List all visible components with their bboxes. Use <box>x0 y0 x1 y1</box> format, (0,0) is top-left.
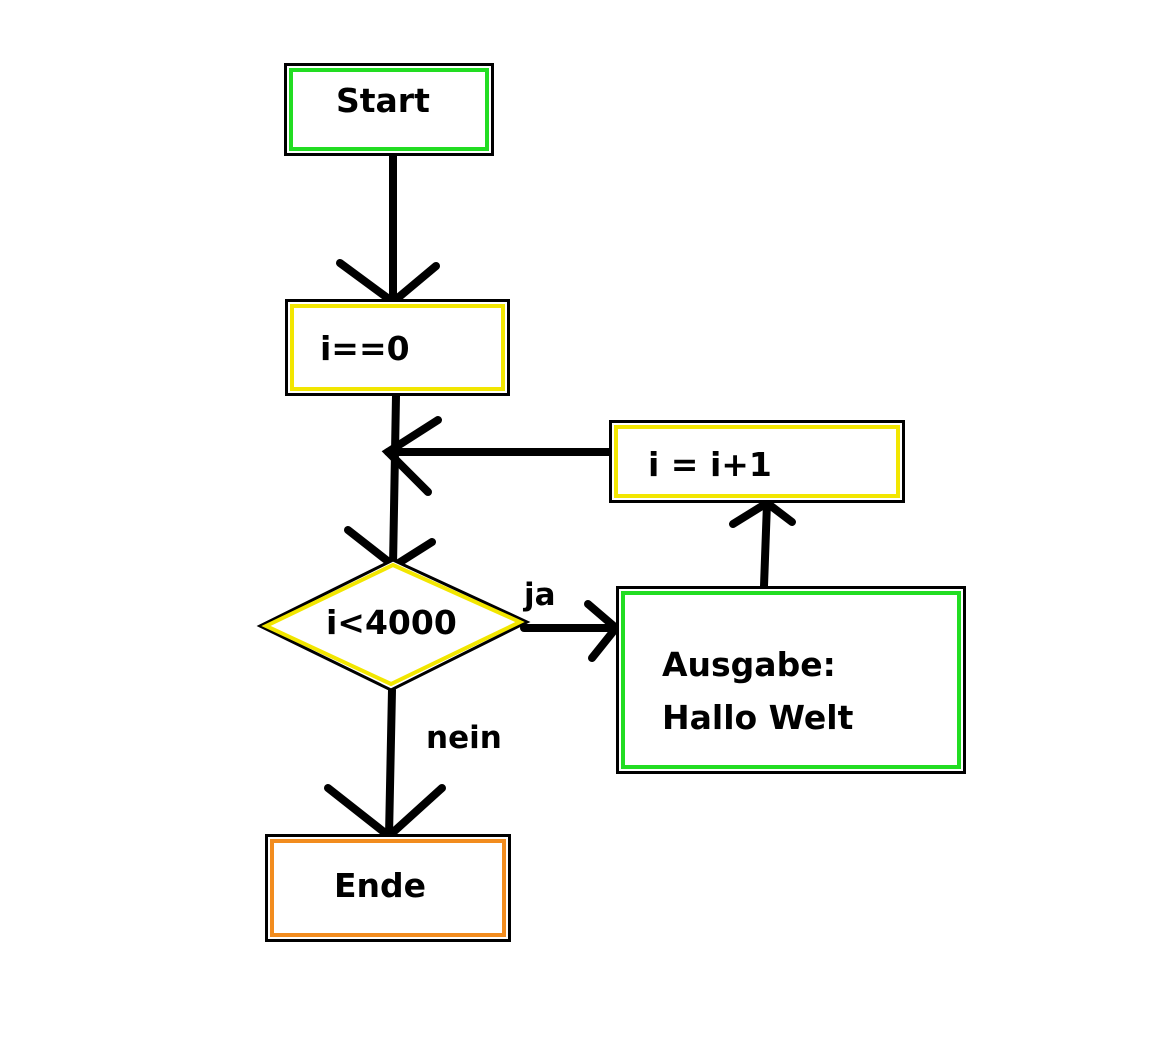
increment-node <box>609 420 905 503</box>
increment-label: i = i+1 <box>648 445 772 484</box>
init-node-border <box>290 304 505 391</box>
init-label: i==0 <box>320 329 410 368</box>
edge-output-to-increment <box>760 499 771 590</box>
end-node <box>265 834 511 942</box>
condition-label: i<4000 <box>326 603 457 642</box>
condition-diamond-outer <box>256 558 531 692</box>
output-label-line1: Ausgabe: <box>662 645 836 684</box>
arrowhead-init <box>336 259 440 308</box>
condition-diamond-border <box>261 562 525 687</box>
start-node <box>284 63 494 156</box>
arrowhead-end <box>324 784 446 842</box>
start-node-border <box>289 68 489 151</box>
arrowhead-loop <box>381 416 442 496</box>
edge-label-no: nein <box>426 720 502 756</box>
edge-init-to-condition <box>389 392 400 570</box>
output-label-line2: Hallo Welt <box>662 698 854 737</box>
init-node <box>285 299 510 396</box>
output-node-border <box>621 591 961 769</box>
increment-node-border <box>614 425 900 498</box>
end-node-border <box>270 839 506 937</box>
start-label: Start <box>336 81 430 120</box>
end-label: Ende <box>334 866 427 905</box>
edge-condition-to-end <box>385 686 396 840</box>
arrowhead-increment <box>729 498 796 528</box>
output-node <box>616 586 966 774</box>
edge-label-yes: ja <box>524 577 556 613</box>
